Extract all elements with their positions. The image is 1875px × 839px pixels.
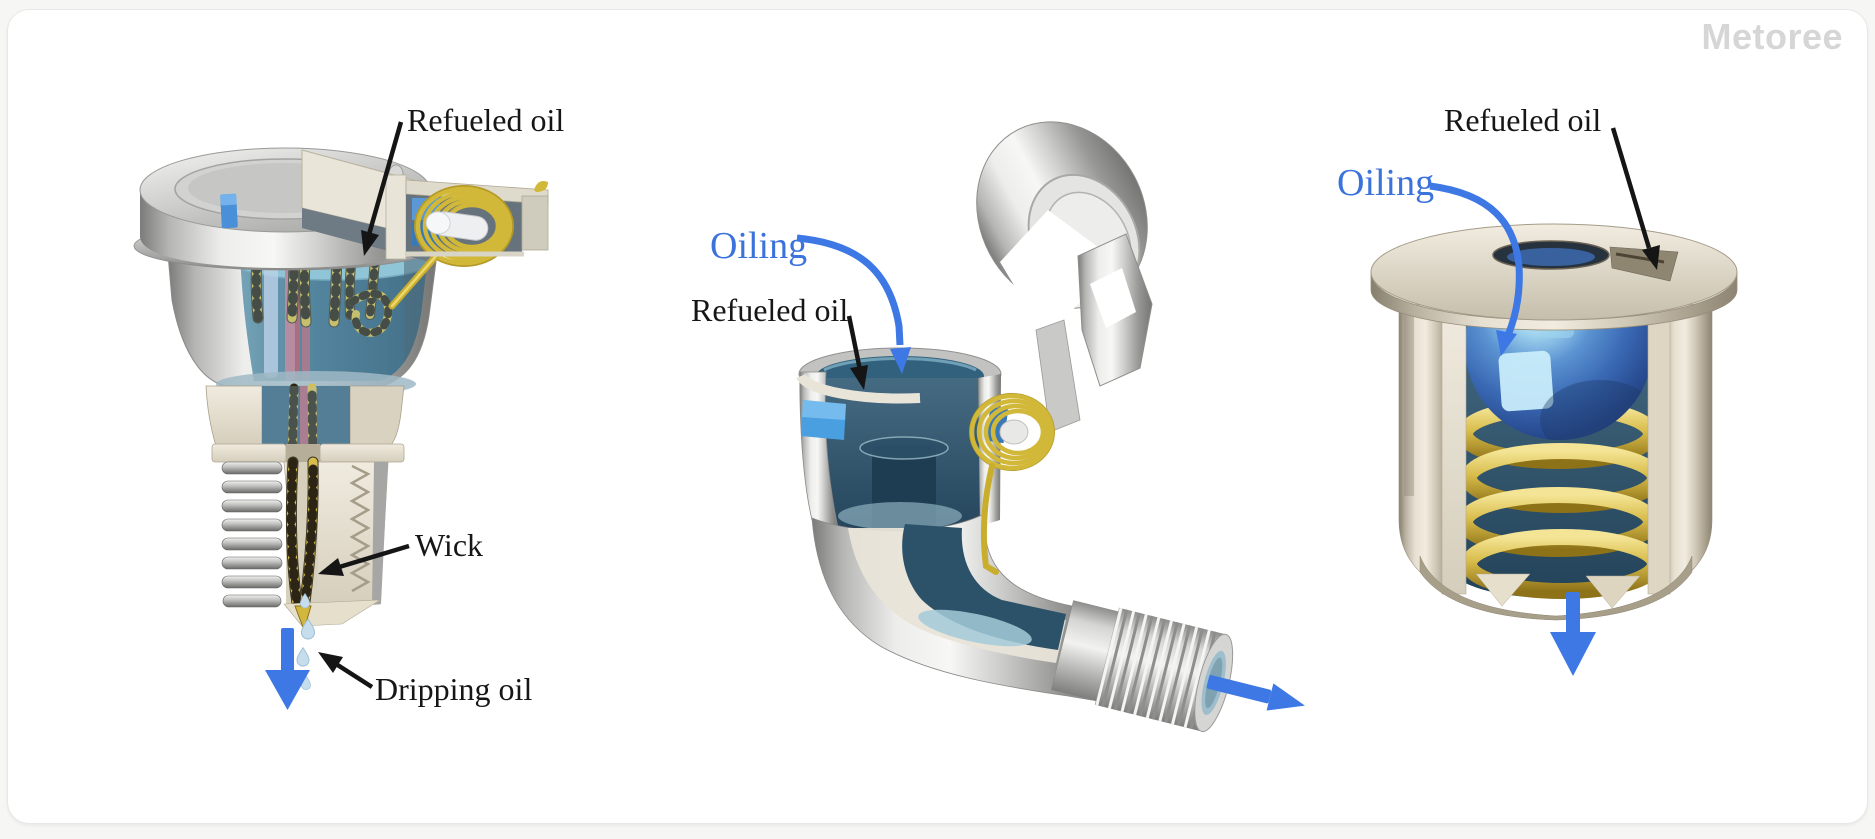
- label-wick: Wick: [415, 527, 483, 563]
- ball-oiler-figure: Refueled oil Oiling: [1337, 102, 1738, 676]
- refueled-oil-arrowhead: [1642, 245, 1660, 270]
- label-refueled-oil: Refueled oil: [691, 292, 848, 328]
- refueled-oil-arrowhead: [850, 365, 868, 390]
- label-refueled-oil: Refueled oil: [407, 102, 564, 138]
- cap-section: [133, 147, 549, 310]
- oil-drops: [296, 592, 316, 690]
- elbow-oiler-figure: Oiling Refueled oil: [691, 121, 1305, 733]
- spring-hook: [534, 181, 548, 192]
- label-oiling: Oiling: [1337, 162, 1434, 204]
- outlet-flow-arrow: [1206, 675, 1305, 711]
- elbow-body: [811, 513, 1113, 701]
- oil-cup: [796, 347, 1002, 540]
- refueled-oil-arrowhead: [361, 230, 379, 256]
- metoree-watermark: Metoree: [1701, 16, 1843, 57]
- dripping-oil-arrowhead: [318, 652, 343, 673]
- lid-spring: [969, 393, 1055, 575]
- rim-cut-face: [796, 373, 921, 404]
- dripping-oil-leader: [334, 662, 374, 689]
- label-dripping-oil: Dripping oil: [375, 671, 532, 707]
- cut-face-right: [1647, 301, 1671, 595]
- neck-section: [205, 383, 405, 467]
- thread-ridges: [221, 461, 283, 608]
- wick-oiler-figure: Refueled oil Wick Dripping oil: [133, 102, 564, 710]
- oiling-flow-arrow: [1429, 182, 1523, 342]
- wick-arrowhead: [318, 558, 344, 576]
- top-flange: [1370, 223, 1738, 331]
- oiling-arrowhead: [890, 347, 911, 374]
- label-refueled-oil: Refueled oil: [1444, 102, 1601, 138]
- drip-flow-arrow: [265, 628, 310, 710]
- outlet-flow-arrow: [1550, 592, 1596, 676]
- wick-leader: [335, 543, 410, 571]
- threaded-outlet: [1050, 600, 1305, 733]
- refueled-oil-leader: [846, 315, 863, 371]
- refueled-oil-leader: [1610, 127, 1652, 249]
- hinge-pin: [425, 211, 489, 241]
- oiling-arrowhead: [1496, 330, 1517, 356]
- refueled-oil-leader: [365, 121, 404, 239]
- cut-face-left: [1441, 301, 1467, 595]
- hinged-lid: [976, 121, 1153, 433]
- label-oiling: Oiling: [710, 225, 807, 267]
- level-window: [220, 193, 238, 229]
- thread-profile-zigzag: [349, 464, 371, 593]
- oiling-flow-arrow: [796, 234, 904, 346]
- shell-bottom-lip: [1419, 555, 1693, 621]
